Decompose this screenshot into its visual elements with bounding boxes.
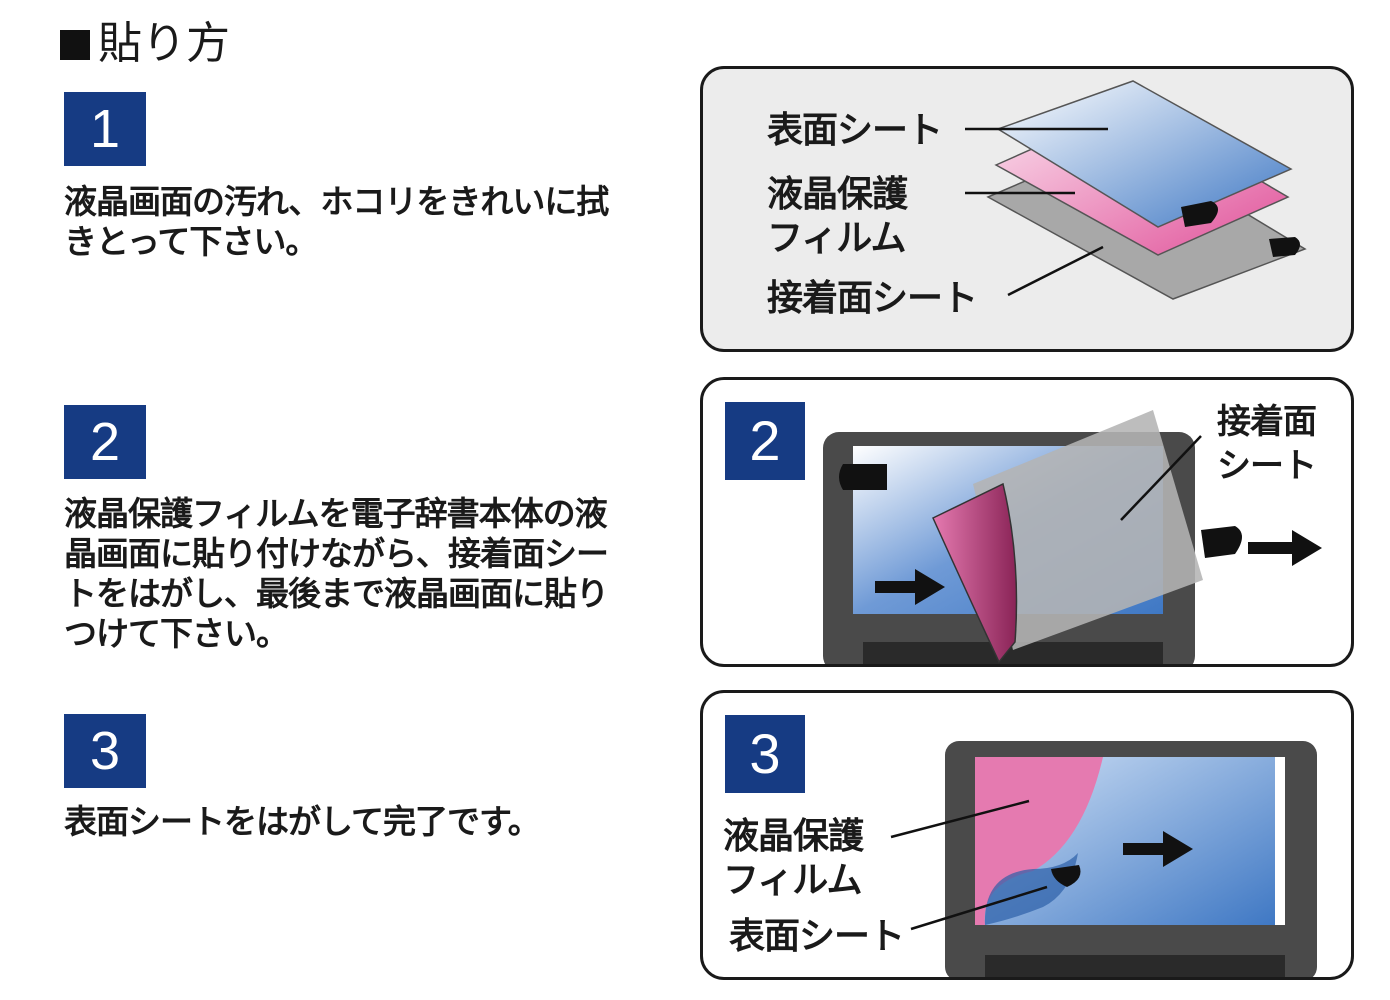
device-hinge [863,642,1163,664]
label-surface-sheet: 表面シート [729,916,905,957]
arrow-right-icon [1248,530,1322,566]
adhesive-tab [1269,237,1300,257]
arrow-right-icon [1123,831,1193,867]
step-1-number: 1 [64,92,146,166]
layer-diagram [965,80,1307,300]
step-1-text: 液晶画面の汚れ、ホコリをきれいに拭 きとって下さい。 [64,182,609,261]
label-protective-film: 液晶保護 フィルム [767,174,908,259]
label-adhesive-sheet: 接着面 シート [1217,402,1317,486]
step-2-text: 液晶保護フィルムを電子辞書本体の液 晶画面に貼り付けながら、接着面シー トをはが… [64,494,609,653]
layer-diagram-panel: 表面シート 液晶保護 フィルム 接着面シート [700,66,1354,352]
panel-3-number: 3 [725,715,805,793]
step-3-text: 表面シートをはがして完了です。 [64,802,541,841]
black-square-icon [60,30,90,60]
surface-leader-line [910,885,1048,931]
adhesive-leader-line [1120,435,1202,521]
title-text: 貼り方 [98,18,230,69]
film-leader-line [890,799,1030,839]
step-2-number: 2 [64,405,146,479]
surface-sheet-layer [996,80,1293,228]
step-3-number: 3 [64,714,146,788]
surface-tab [1051,865,1081,887]
film-tab [839,464,887,490]
arrow-right-icon [875,569,945,605]
adhesive-tab [1201,526,1242,558]
label-adhesive-sheet: 接着面シート [767,278,978,319]
page-title: 貼り方 [60,14,230,74]
step-2-illustration [823,410,1322,664]
label-protective-film: 液晶保護 フィルム [723,816,864,901]
label-surface-sheet: 表面シート [767,110,943,151]
step-3-illustration-panel: 3 液晶保護 フィルム 表面シート [700,690,1354,980]
adhesive-leader-line [1007,245,1104,297]
step-3-illustration [890,741,1317,977]
step-2-illustration-panel: 2 接着面 シート [700,377,1354,667]
surface-tab [1181,201,1218,227]
device-hinge [985,955,1285,977]
panel-2-number: 2 [725,402,805,480]
adhesive-sheet-peeled [973,410,1203,650]
film-peeling-flap [932,482,1018,664]
